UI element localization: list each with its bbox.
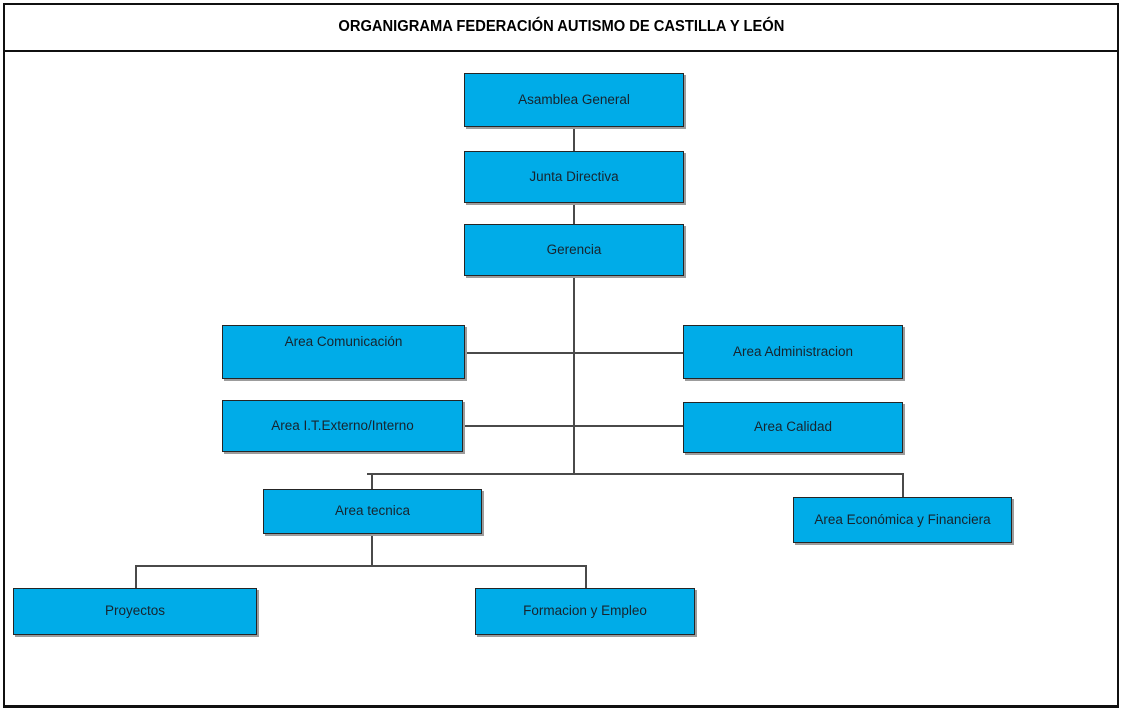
org-node-formacion-y-empleo[interactable]: Formacion y Empleo	[475, 588, 695, 635]
connector-hub-horizontal	[367, 473, 903, 475]
connector-gerencia-trunk	[573, 276, 575, 473]
page-border	[3, 3, 1119, 708]
org-node-gerencia[interactable]: Gerencia	[464, 224, 684, 276]
page-title: ORGANIGRAMA FEDERACIÓN AUTISMO DE CASTIL…	[338, 17, 784, 35]
org-node-area-administracion[interactable]: Area Administracion	[683, 325, 903, 379]
org-node-area-it-externo-interno[interactable]: Area I.T.Externo/Interno	[222, 400, 463, 452]
org-node-area-comunicacion[interactable]: Area Comunicación	[222, 325, 465, 379]
org-node-junta-directiva[interactable]: Junta Directiva	[464, 151, 684, 203]
connector-asamblea-junta	[573, 127, 575, 151]
connector-bottom-horizontal	[135, 565, 585, 567]
connector-tecnica-children-trunk	[371, 534, 373, 565]
connector-proyectos-drop	[135, 565, 137, 588]
org-node-area-tecnica[interactable]: Area tecnica	[263, 489, 482, 534]
connector-comunicacion-administracion	[465, 352, 683, 354]
org-node-area-calidad[interactable]: Area Calidad	[683, 402, 903, 453]
connector-economica-drop	[902, 473, 904, 497]
org-node-area-economica-financiera[interactable]: Area Económica y Financiera	[793, 497, 1012, 543]
chart-header: ORGANIGRAMA FEDERACIÓN AUTISMO DE CASTIL…	[3, 3, 1119, 52]
org-node-asamblea-general[interactable]: Asamblea General	[464, 73, 684, 127]
connector-tecnica-drop	[371, 473, 373, 489]
connector-it-calidad	[463, 425, 683, 427]
connector-junta-gerencia	[573, 203, 575, 224]
org-node-proyectos[interactable]: Proyectos	[13, 588, 257, 635]
connector-formacion-drop	[585, 565, 587, 588]
